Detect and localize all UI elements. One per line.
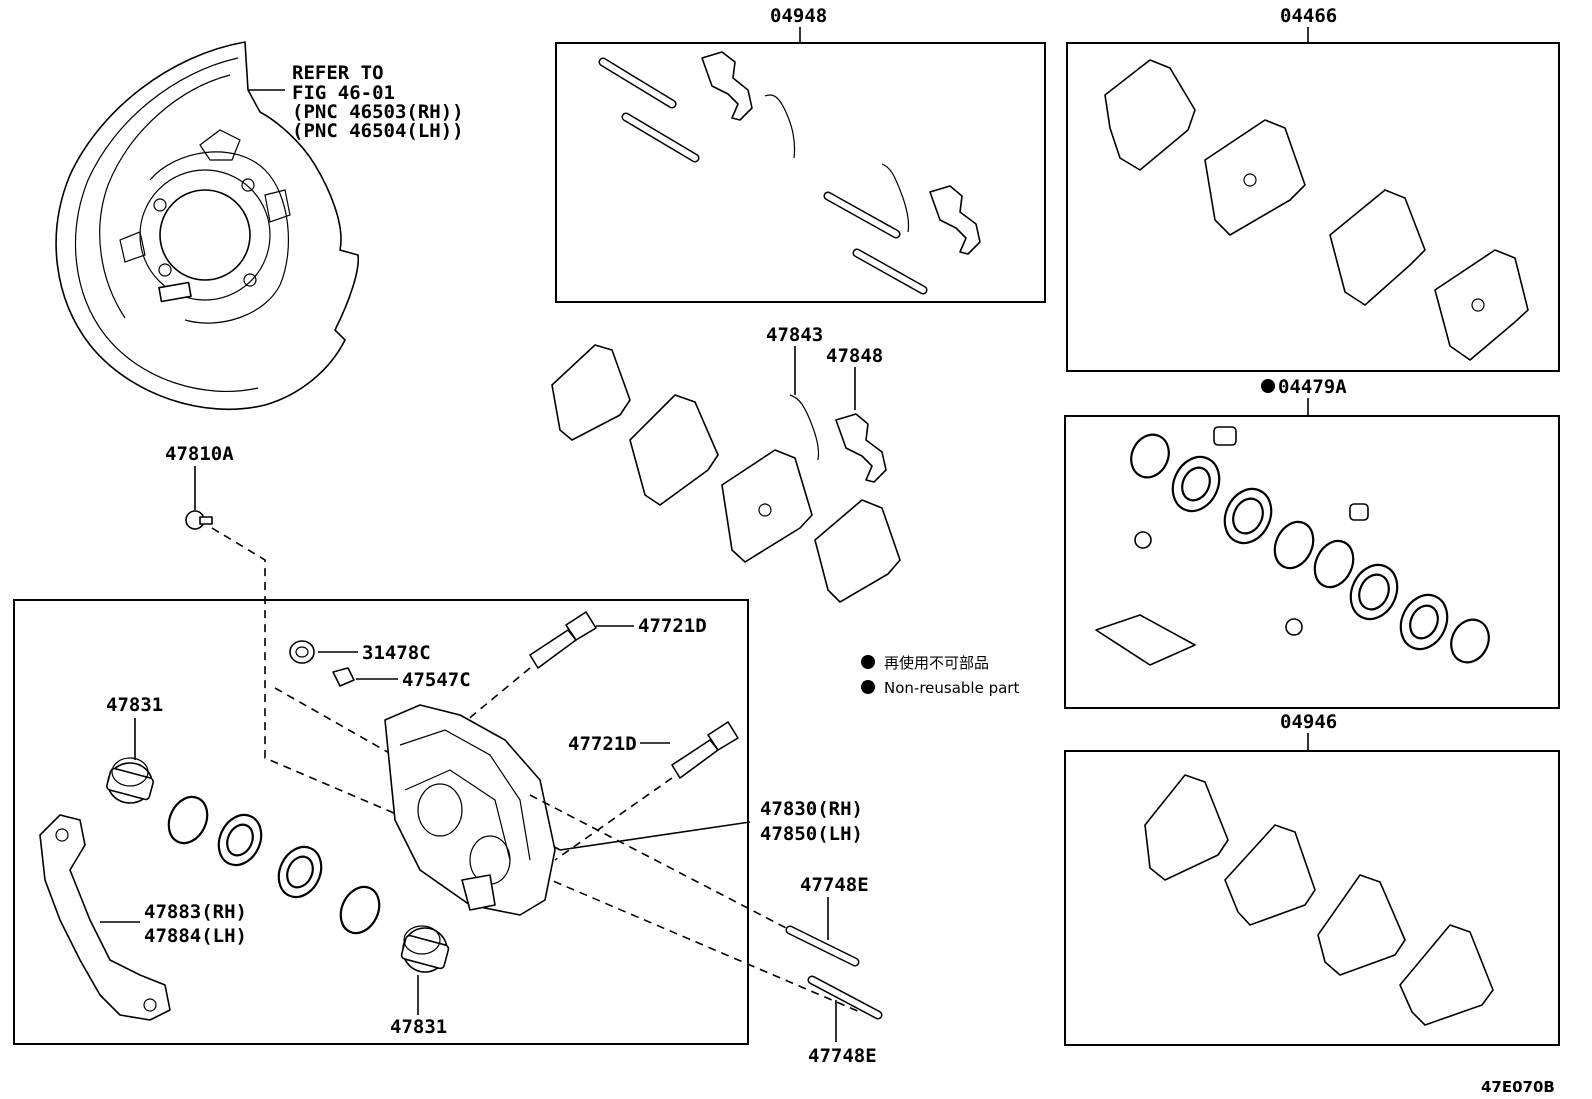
brake-dust-cover: [55, 41, 360, 411]
mounting-bracket-47883: [39, 814, 171, 1021]
legend-dot-en: [861, 680, 875, 694]
label-47843: 47843: [766, 324, 823, 346]
legend-jp: 再使用不可部品: [884, 654, 989, 672]
bolt-47721D-upper: [529, 611, 597, 669]
legend-dot-jp: [861, 655, 875, 669]
box-04946: [1064, 750, 1560, 1046]
label-04948: 04948: [770, 5, 827, 27]
caliper-body-47830: [384, 704, 556, 916]
bolt-47721D-lower: [671, 721, 739, 779]
label-04946: 04946: [1280, 711, 1337, 733]
dash-line-pin-upper: [529, 794, 791, 931]
box-04479A: [1064, 415, 1560, 709]
refer-line-3: (PNC 46503(RH)): [292, 101, 464, 123]
bleeder-47547C: [332, 667, 355, 687]
dash-line-bolt-lower: [554, 777, 673, 861]
pin-set-04948: [598, 57, 928, 295]
pin-47748E-lower: [807, 975, 883, 1020]
shim-kit-04946: [1144, 774, 1494, 1026]
figure-code: 47E070B: [1481, 1078, 1555, 1096]
label-47810A: 47810A: [165, 443, 234, 465]
label-47883: 47883(RH): [144, 901, 247, 923]
caliper-seal-kit: [1095, 426, 1490, 666]
legend-en: Non-reusable part: [884, 679, 1019, 697]
label-47884: 47884(LH): [144, 925, 247, 947]
cap-31478C: [289, 640, 315, 664]
label-31478C: 31478C: [362, 642, 431, 664]
bleeder-plug-47810A: [185, 510, 213, 530]
dash-line-bolt-upper: [454, 667, 531, 731]
box-04948: [555, 42, 1046, 303]
label-47748E-lower: 47748E: [808, 1045, 877, 1067]
label-47850: 47850(LH): [760, 823, 863, 845]
label-47748E-upper: 47748E: [800, 874, 869, 896]
label-47831-upper: 47831: [106, 694, 163, 716]
refer-line-2: FIG 46-01: [292, 82, 395, 104]
loose-pads-and-clips: [551, 344, 901, 603]
brake-pads-04466: [1104, 59, 1529, 361]
anti-squeal-clips-04948: [701, 51, 981, 255]
label-47721D-upper: 47721D: [638, 615, 707, 637]
refer-line-4: (PNC 46504(LH)): [292, 120, 464, 142]
label-47721D-lower: 47721D: [568, 733, 637, 755]
piston-47831-upper: [106, 757, 154, 804]
piston-47831-lower: [400, 925, 450, 973]
label-47547C: 47547C: [402, 669, 471, 691]
label-47830: 47830(RH): [760, 798, 863, 820]
box-04466: [1066, 42, 1560, 372]
non-reusable-marker: [1261, 379, 1275, 393]
pin-47748E-upper: [785, 925, 860, 967]
dash-line-47810A: [211, 527, 861, 1013]
label-47848: 47848: [826, 345, 883, 367]
refer-line-1: REFER TO: [292, 62, 384, 84]
label-47831-lower: 47831: [390, 1016, 447, 1038]
label-04466: 04466: [1280, 5, 1337, 27]
piston-seals: [167, 795, 381, 935]
label-04479A: 04479A: [1278, 376, 1347, 398]
